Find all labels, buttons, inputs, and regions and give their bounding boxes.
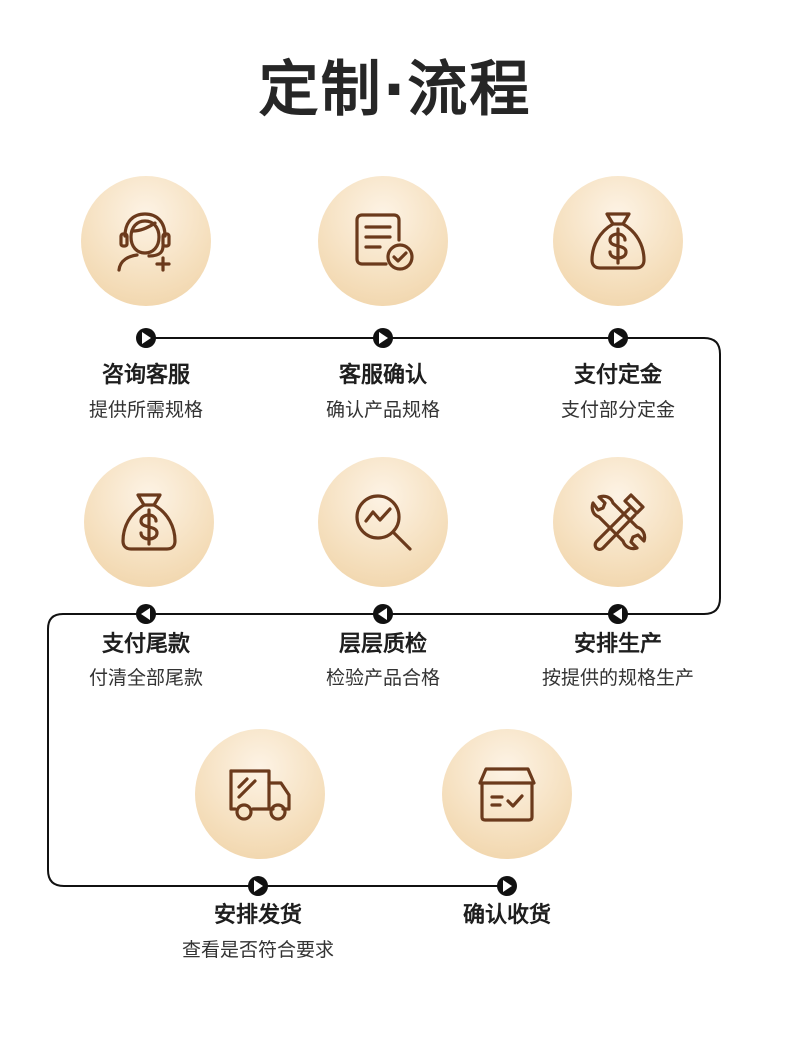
step-7-circle bbox=[195, 729, 325, 859]
flow-marker bbox=[248, 876, 268, 896]
page-title: 定制·流程 bbox=[258, 55, 532, 125]
step-1-circle bbox=[81, 176, 211, 306]
flow-marker bbox=[608, 328, 628, 348]
step-4-desc: 付清全部尾款 bbox=[88, 667, 203, 689]
step-3-circle bbox=[553, 176, 683, 306]
step-2-desc: 确认产品规格 bbox=[325, 399, 440, 421]
step-6-circle bbox=[553, 457, 683, 587]
flow-marker bbox=[373, 604, 393, 624]
flow-marker bbox=[136, 328, 156, 348]
flow-marker bbox=[373, 328, 393, 348]
flow-marker bbox=[136, 604, 156, 624]
money-bag-icon bbox=[121, 493, 177, 551]
document-check-icon bbox=[355, 213, 414, 271]
step-7-title: 安排发货 bbox=[213, 903, 302, 928]
step-1-desc: 提供所需规格 bbox=[88, 399, 203, 421]
step-7-desc: 查看是否符合要求 bbox=[181, 939, 334, 961]
step-6-title: 安排生产 bbox=[573, 632, 662, 657]
delivery-truck-icon bbox=[229, 769, 291, 821]
step-8-title: 确认收货 bbox=[462, 903, 551, 928]
money-bag-icon bbox=[590, 212, 646, 270]
step-3-title: 支付定金 bbox=[573, 363, 662, 388]
step-4-title: 支付尾款 bbox=[101, 632, 190, 657]
tools-icon bbox=[590, 493, 647, 552]
magnifier-chart-icon bbox=[355, 494, 412, 551]
step-4-circle bbox=[84, 457, 214, 587]
flow-marker bbox=[608, 604, 628, 624]
flow-marker bbox=[497, 876, 517, 896]
step-1-title: 咨询客服 bbox=[101, 363, 190, 388]
step-5-circle bbox=[318, 457, 448, 587]
step-5-desc: 检验产品合格 bbox=[325, 667, 440, 689]
step-3-desc: 支付部分定金 bbox=[560, 399, 675, 421]
step-8-circle bbox=[442, 729, 572, 859]
headset-user-icon bbox=[117, 212, 171, 272]
package-box-icon bbox=[478, 767, 536, 822]
step-2-circle bbox=[318, 176, 448, 306]
step-2-title: 客服确认 bbox=[338, 363, 427, 388]
step-6-desc: 按提供的规格生产 bbox=[541, 667, 694, 689]
step-5-title: 层层质检 bbox=[338, 632, 427, 657]
